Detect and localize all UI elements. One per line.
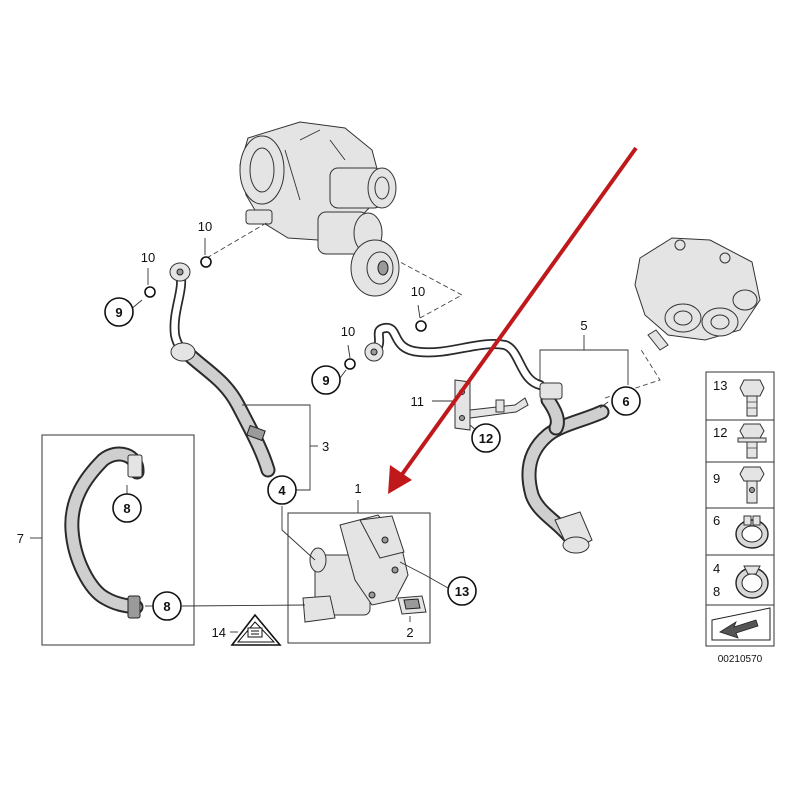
legend-number-9: 9 xyxy=(713,471,720,486)
label-10-d: 10 xyxy=(341,324,355,339)
label-14: 14 xyxy=(212,625,226,640)
hex-bolt-short-icon xyxy=(737,423,767,459)
diagram-code: 00210570 xyxy=(718,654,763,665)
coolant-pipe-left xyxy=(144,256,212,363)
svg-text:8: 8 xyxy=(163,599,170,614)
spring-clamp-icon xyxy=(735,515,769,549)
label-7: 7 xyxy=(17,531,24,546)
legend-frame xyxy=(705,371,775,647)
svg-text:4: 4 xyxy=(278,483,286,498)
legend-number-4: 4 xyxy=(713,561,720,576)
coolant-pipe-middle xyxy=(344,320,545,390)
thermostat-housing xyxy=(634,237,761,351)
svg-text:13: 13 xyxy=(455,584,469,599)
clip-2 xyxy=(397,595,427,615)
callout-6: 6 xyxy=(611,386,641,416)
highlight-arrow xyxy=(388,146,638,494)
auxiliary-water-pump xyxy=(302,514,409,623)
bracket-11 xyxy=(454,379,529,431)
hose-clamp-icon xyxy=(735,565,769,599)
svg-text:12: 12 xyxy=(479,431,493,446)
legend-number-6: 6 xyxy=(713,513,720,528)
callout-9-middle: 9 xyxy=(311,365,341,395)
hex-bolt-icon xyxy=(739,379,765,417)
legend-number-12: 12 xyxy=(713,425,727,440)
hollow-bolt-icon xyxy=(739,466,765,504)
svg-text:8: 8 xyxy=(123,501,130,516)
direction-arrow-icon xyxy=(711,607,771,641)
hose-3 xyxy=(170,342,276,478)
callout-13: 13 xyxy=(447,576,477,606)
legend: 13 12 9 6 4 xyxy=(706,378,774,641)
label-2: 2 xyxy=(406,625,413,640)
callout-12: 12 xyxy=(471,423,501,453)
svg-text:9: 9 xyxy=(322,373,329,388)
warning-label-14 xyxy=(230,613,282,646)
label-1: 1 xyxy=(354,481,361,496)
svg-text:6: 6 xyxy=(622,394,629,409)
label-3: 3 xyxy=(322,439,329,454)
callout-4: 4 xyxy=(267,475,297,505)
callout-8-top: 8 xyxy=(112,493,142,523)
frame-hose-7 xyxy=(41,434,195,646)
hose-5 xyxy=(521,382,610,554)
label-10-b: 10 xyxy=(141,250,155,265)
callout-8-bottom: 8 xyxy=(152,591,182,621)
callout-9-left: 9 xyxy=(104,297,134,327)
label-10-a: 10 xyxy=(198,219,212,234)
hose-7 xyxy=(64,446,145,619)
label-5: 5 xyxy=(580,318,587,333)
legend-number-8: 8 xyxy=(713,584,720,599)
turbocharger xyxy=(239,121,400,297)
legend-number-13: 13 xyxy=(713,378,727,393)
svg-text:9: 9 xyxy=(115,305,122,320)
label-11: 11 xyxy=(411,394,425,409)
label-10-c: 10 xyxy=(411,284,425,299)
